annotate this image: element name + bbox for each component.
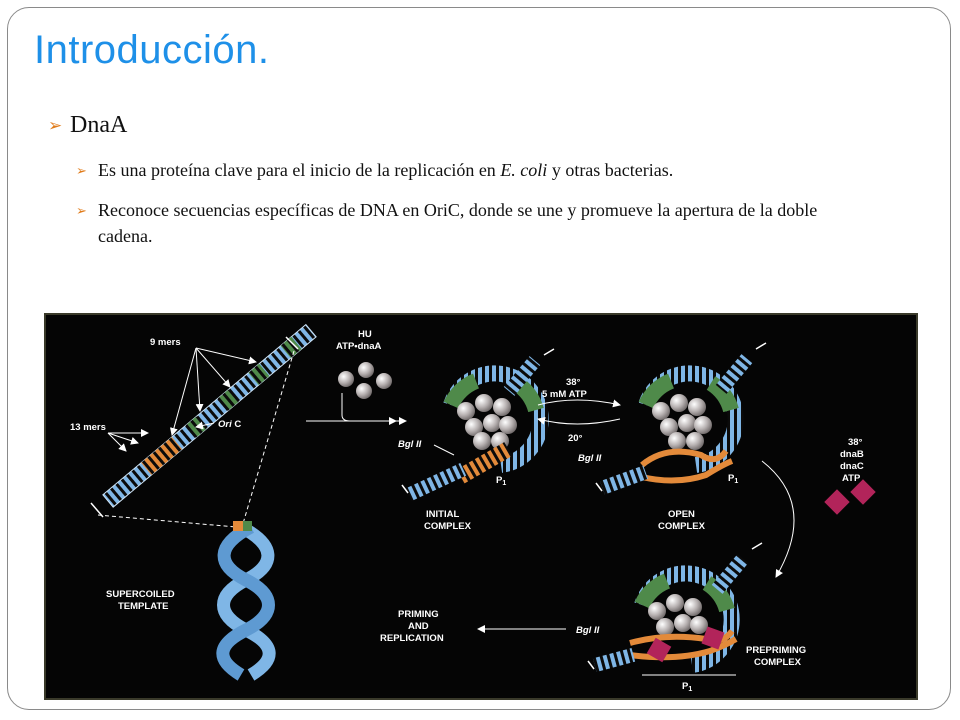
thirteen-mers-pointers [107, 429, 149, 452]
atp-dnaa-label: ATP•dnaA [336, 341, 382, 352]
to-prepriming-arrow [761, 460, 795, 578]
sub-bullet-recognizes: ➢ Reconoce secuencias específicas de DNA… [76, 197, 868, 249]
thirteen-mers-label: 13 mers [70, 422, 106, 433]
dna-end-ticks [90, 336, 299, 518]
supercoiled-label-line2: TEMPLATE [118, 601, 169, 612]
open-strand-bottom [641, 458, 734, 484]
sub-bullet-key-protein: ➢ Es una proteína clave para el inicio d… [76, 157, 868, 185]
bullet-arrow-icon: ➢ [76, 204, 87, 219]
figure-svg: 9 mers 13 mers Ori C SUPERCOILED TEMPLAT… [70, 323, 876, 693]
dna-duplex-segment [102, 323, 317, 508]
nine-mer-box [248, 363, 270, 385]
prepriming-label-line1: PREPRIMING [746, 645, 806, 656]
dnab-label: dnaB [840, 449, 864, 460]
atp-5mm-label: 5 mM ATP [542, 389, 588, 400]
bullet-arrow-icon: ➢ [76, 164, 87, 179]
free-dnaa-proteins [338, 362, 392, 399]
oric-label: Ori C [218, 419, 241, 430]
reverse-arrow [537, 416, 621, 425]
oric-linear-dna [102, 323, 317, 508]
sub-bullet-key-protein-text: Es una proteína clave para el inicio de … [98, 157, 818, 183]
dnaa-protein-core [457, 394, 517, 450]
dnac-label: dnaC [840, 461, 864, 472]
bullet-dnaa-text: DnaA [70, 112, 128, 138]
binding-arrow [341, 393, 407, 425]
bglii-label-initial: Bgl II [398, 439, 422, 450]
species-name: E. coli [500, 160, 548, 180]
hu-label: HU [358, 329, 372, 340]
slide-title: Introducción. [34, 28, 270, 72]
dashed-connector-lines [97, 350, 295, 528]
temp-20-label: 20° [568, 433, 583, 444]
p1-label-prepriming: P1 [682, 681, 692, 693]
bglii-label-open: Bgl II [578, 453, 602, 464]
open-complex-label-line1: OPEN [668, 509, 695, 520]
supercoiled-template [216, 521, 276, 681]
supercoiled-label-line1: SUPERCOILED [106, 589, 175, 600]
priming-label-line3: REPLICATION [380, 633, 444, 644]
initial-complex-label-line2: COMPLEX [424, 521, 472, 532]
open-complex-label-line2: COMPLEX [658, 521, 706, 532]
p1-label-initial: P1 [496, 475, 506, 487]
sub-bullet-1-part-a: Es una proteína clave para el inicio de … [98, 160, 501, 180]
priming-label-line1: PRIMING [398, 609, 439, 620]
open-strand-top [640, 448, 729, 468]
prepriming-complex [587, 542, 763, 673]
nine-mers-pointers [170, 347, 257, 436]
sub-bullet-recognizes-text: Reconoce secuencias específicas de DNA e… [98, 200, 818, 246]
bglii-label-prepriming: Bgl II [576, 625, 600, 636]
nine-mer-box [280, 336, 302, 359]
bullet-arrow-icon: ➢ [48, 115, 63, 136]
initial-complex [401, 348, 555, 502]
prepriming-label-line2: COMPLEX [754, 657, 802, 668]
atp-label: ATP [842, 473, 861, 484]
forward-arrow [537, 399, 621, 408]
temp-38-label-2: 38° [848, 437, 863, 448]
priming-label-line2: AND [408, 621, 429, 632]
bullet-dnaa: ➢ DnaA [48, 112, 868, 139]
dnab-dnac-proteins [824, 479, 876, 515]
p1-label-open: P1 [728, 473, 738, 485]
oric-pointer [195, 421, 215, 430]
temp-38-label: 38° [566, 377, 581, 388]
open-complex [595, 342, 767, 495]
thirteen-mer-region [141, 437, 183, 475]
sub-bullet-1-part-b: y otras bacterias. [547, 160, 674, 180]
replication-initiation-figure: 9 mers 13 mers Ori C SUPERCOILED TEMPLAT… [44, 313, 918, 700]
initial-complex-label-line1: INITIAL [426, 509, 459, 520]
nine-mer-box [217, 389, 239, 411]
bullet-list: ➢ DnaA ➢ Es una proteína clave para el i… [48, 112, 868, 249]
nine-mers-label: 9 mers [150, 337, 181, 348]
